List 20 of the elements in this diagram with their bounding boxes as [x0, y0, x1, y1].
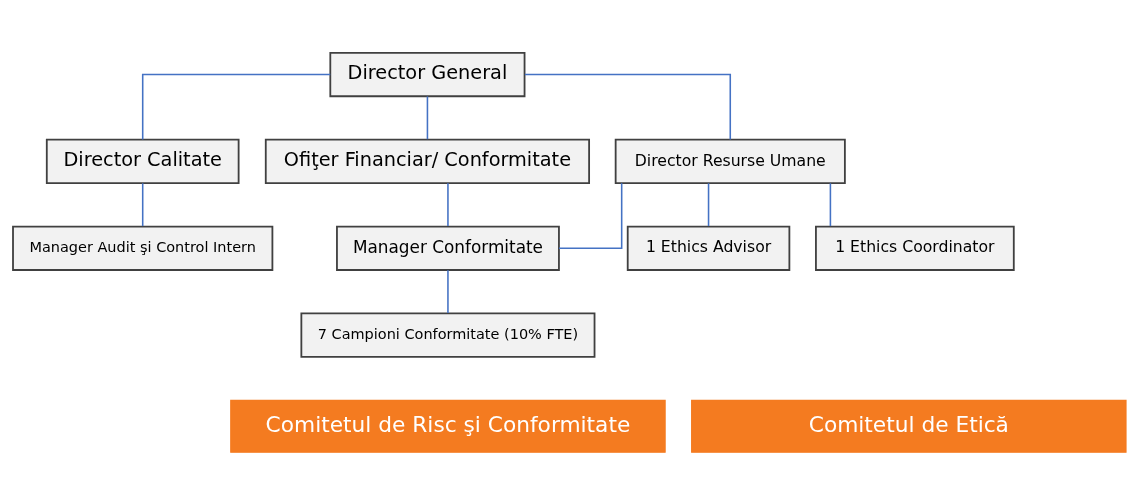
connector — [447, 268, 449, 314]
node-box: Ofiţer Financiar/ Conformitate — [264, 138, 590, 184]
connector — [447, 182, 449, 227]
connector — [524, 73, 732, 140]
connector — [141, 182, 144, 227]
connector — [707, 182, 710, 227]
node-box: Manager Audit şi Control Intern — [12, 225, 274, 271]
connector — [558, 182, 623, 249]
node-box: Manager Conformitate — [336, 225, 560, 271]
node-box: Comitetul de Risc şi Conformitate — [230, 399, 666, 453]
node-box: Director Calitate — [45, 138, 240, 184]
node-box: 1 Ethics Coordinator — [815, 225, 1015, 271]
connector — [141, 73, 332, 140]
node-box: 1 Ethics Advisor — [626, 225, 791, 271]
connector — [426, 95, 429, 140]
node-box: Director Resurse Umane — [614, 138, 846, 184]
node-box: Comitetul de Etică — [691, 399, 1127, 453]
connector — [829, 182, 832, 227]
node-box: Director General — [329, 51, 526, 97]
node-box: 7 Campioni Conformitate (10% FTE) — [300, 312, 596, 358]
